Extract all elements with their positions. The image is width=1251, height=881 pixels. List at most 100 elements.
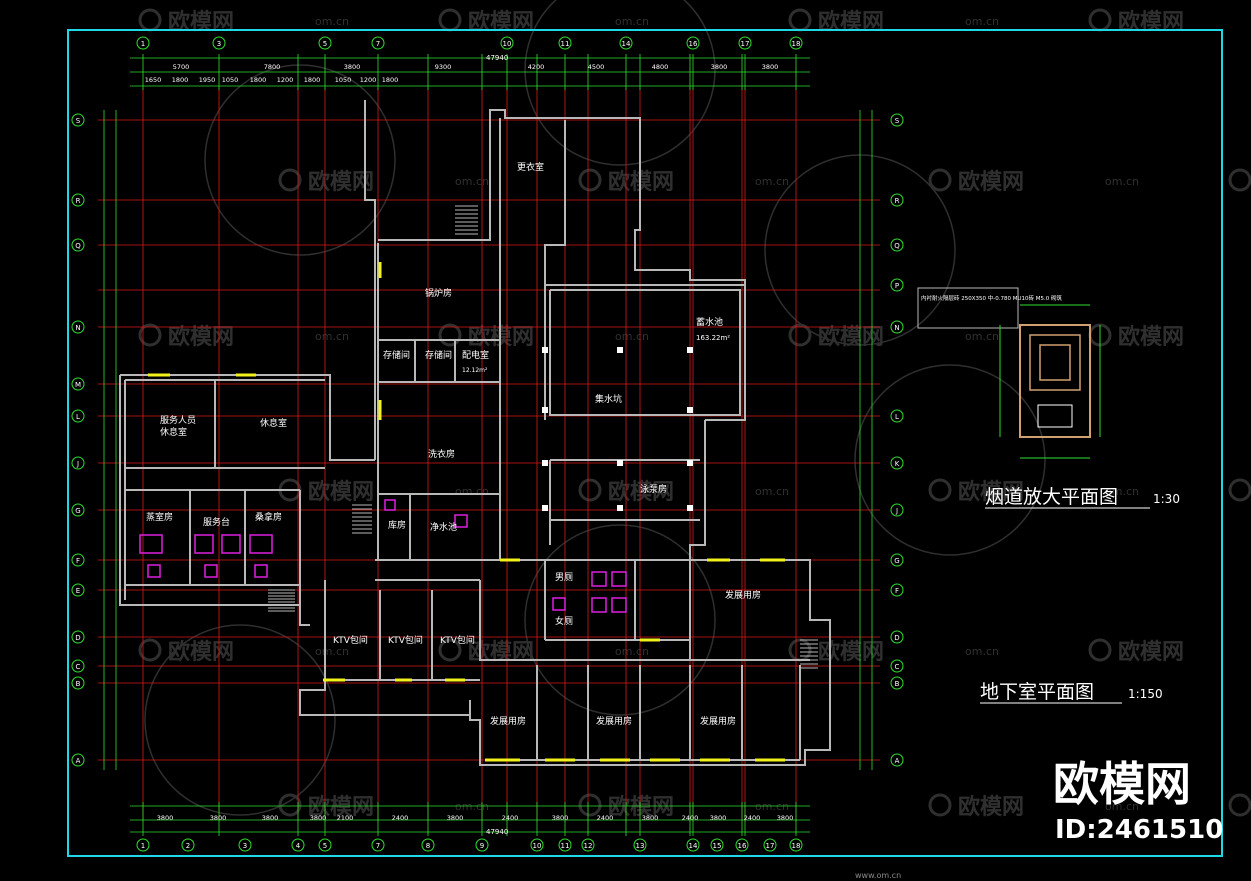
room-label-power: 配电室 bbox=[462, 349, 489, 361]
axis-label-right: F bbox=[895, 587, 899, 595]
room-label-ktv-1: KTV包间 bbox=[333, 634, 368, 646]
room-label-changing: 更衣室 bbox=[517, 161, 544, 173]
axis-label-bottom: 10 bbox=[533, 842, 542, 850]
drawing-frame bbox=[67, 29, 1223, 857]
axis-label-left: C bbox=[76, 663, 81, 671]
room-label-staff: 服务人员 bbox=[160, 414, 196, 426]
watermark-site: om.cn bbox=[315, 645, 349, 658]
axis-bubble-right bbox=[890, 753, 904, 767]
top-total-dimension: 47940 bbox=[486, 54, 508, 62]
dim-label-top: 4500 bbox=[588, 63, 605, 71]
axis-label-right: P bbox=[895, 282, 899, 290]
dim-label-top-detail: 1200 bbox=[360, 76, 377, 84]
basement-scale: 1:150 bbox=[1128, 687, 1163, 701]
room-label-pump: 泳泵房 bbox=[640, 483, 667, 495]
axis-bubble-bottom bbox=[763, 838, 777, 852]
axis-label-left: J bbox=[76, 460, 79, 468]
axis-label-top: 10 bbox=[503, 40, 512, 48]
axis-bubble-right bbox=[890, 320, 904, 334]
axis-bubble-bottom bbox=[581, 838, 595, 852]
axis-bubble-bottom bbox=[371, 838, 385, 852]
axis-label-left: Q bbox=[75, 242, 81, 250]
room-label-womens-wc: 女厕 bbox=[555, 615, 573, 627]
axis-bubble-bottom bbox=[475, 838, 489, 852]
axis-label-bottom: 9 bbox=[480, 842, 484, 850]
room-label-dev-3: 发展用房 bbox=[596, 715, 632, 727]
axis-bubble-top bbox=[619, 36, 633, 50]
axis-bubble-right bbox=[890, 676, 904, 690]
room-label-storage-1: 存储间 bbox=[383, 349, 410, 361]
dim-label-bottom: 2100 bbox=[337, 814, 354, 822]
watermark-logo: 欧模网 bbox=[168, 9, 234, 35]
watermark-logo: 欧模网 bbox=[308, 479, 374, 505]
dim-label-bottom: 3800 bbox=[552, 814, 569, 822]
room-label-laundry: 洗衣房 bbox=[428, 448, 455, 460]
watermark-site: om.cn bbox=[965, 645, 999, 658]
room-label-staff-rest: 休息室 bbox=[160, 426, 187, 438]
watermark-logo: 欧模网 bbox=[818, 9, 884, 35]
room-label-dev-2: 发展用房 bbox=[490, 715, 526, 727]
room-label-ktv-2: KTV包间 bbox=[388, 634, 423, 646]
room-label-reservoir: 蓄水池 bbox=[696, 316, 723, 328]
dim-label-top-detail: 1800 bbox=[304, 76, 321, 84]
bottom-total-dimension: 47940 bbox=[486, 828, 508, 836]
axis-label-right: Q bbox=[894, 242, 900, 250]
watermark-site: om.cn bbox=[755, 175, 789, 188]
axis-label-top: 3 bbox=[217, 40, 221, 48]
brand-logo-text: 欧模网 bbox=[1053, 757, 1191, 811]
axis-bubble-left bbox=[71, 409, 85, 423]
room-labels: 更衣室 锅炉房 蓄水池 163.22m² 存储间 存储间 配电室 12.12m²… bbox=[146, 161, 761, 727]
axis-label-left: R bbox=[76, 197, 81, 205]
watermark-site: om.cn bbox=[315, 330, 349, 343]
dim-label-bottom: 2400 bbox=[682, 814, 699, 822]
axis-bubble-right bbox=[890, 113, 904, 127]
room-label-warehouse: 库房 bbox=[388, 519, 406, 531]
windows bbox=[148, 262, 785, 762]
axis-bubble-left bbox=[71, 320, 85, 334]
room-label-rest: 休息室 bbox=[260, 417, 287, 429]
axis-bubble-right bbox=[890, 583, 904, 597]
dim-label-bottom: 2400 bbox=[744, 814, 761, 822]
watermark-site: om.cn bbox=[1105, 175, 1139, 188]
axis-bubble-right bbox=[890, 409, 904, 423]
axis-label-right: S bbox=[895, 117, 900, 125]
room-label-service: 服务台 bbox=[203, 516, 230, 528]
dim-label-top-detail: 1800 bbox=[382, 76, 399, 84]
axis-label-bottom: 7 bbox=[376, 842, 380, 850]
axis-label-left: S bbox=[76, 117, 81, 125]
axis-bubble-right bbox=[890, 503, 904, 517]
dim-label-bottom: 3800 bbox=[642, 814, 659, 822]
dim-label-top: 3800 bbox=[344, 63, 361, 71]
axis-label-right: K bbox=[895, 460, 900, 468]
watermark-logo: 欧模网 bbox=[818, 639, 884, 665]
chimney-scale: 1:30 bbox=[1153, 492, 1180, 506]
axis-bubble-left bbox=[71, 113, 85, 127]
watermark-site: om.cn bbox=[965, 15, 999, 28]
axis-label-right: B bbox=[895, 680, 900, 688]
dim-label-top: 3800 bbox=[711, 63, 728, 71]
dim-label-top: 5700 bbox=[173, 63, 190, 71]
axis-bubble-top bbox=[738, 36, 752, 50]
room-label-clean-water: 净水池 bbox=[430, 521, 457, 533]
watermark-logo: 欧模网 bbox=[468, 9, 534, 35]
axis-bubble-left bbox=[71, 193, 85, 207]
dimension-lines bbox=[103, 54, 873, 836]
dim-label-top-detail: 1050 bbox=[335, 76, 352, 84]
axis-label-bottom: 1 bbox=[141, 842, 145, 850]
room-label-dev-1: 发展用房 bbox=[725, 589, 761, 601]
axis-label-top: 16 bbox=[689, 40, 698, 48]
axis-bubble-bottom bbox=[710, 838, 724, 852]
dim-label-top-detail: 1050 bbox=[222, 76, 239, 84]
axis-bubble-bottom bbox=[318, 838, 332, 852]
watermark-site: om.cn bbox=[1105, 800, 1139, 813]
axis-bubble-right bbox=[890, 630, 904, 644]
axis-label-top: 7 bbox=[376, 40, 380, 48]
axis-bubble-right bbox=[890, 553, 904, 567]
watermark-site: om.cn bbox=[615, 15, 649, 28]
dim-label-bottom: 3800 bbox=[447, 814, 464, 822]
axis-bubble-top bbox=[686, 36, 700, 50]
axis-label-top: 18 bbox=[792, 40, 801, 48]
